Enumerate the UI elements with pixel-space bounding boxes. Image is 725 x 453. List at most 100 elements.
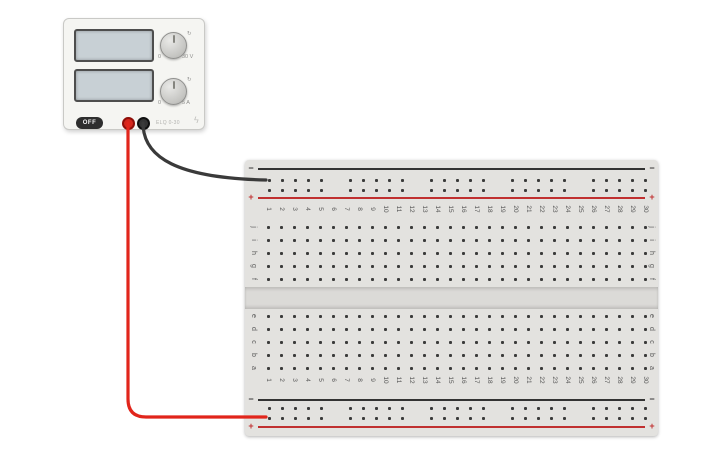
breadboard-hole[interactable]	[474, 277, 478, 281]
breadboard-hole[interactable]	[578, 238, 582, 242]
breadboard-hole[interactable]	[383, 264, 387, 268]
breadboard-hole[interactable]	[510, 416, 514, 420]
breadboard-hole[interactable]	[396, 264, 400, 268]
breadboard-hole[interactable]	[578, 366, 582, 370]
breadboard-hole[interactable]	[266, 314, 270, 318]
breadboard-hole[interactable]	[643, 225, 647, 229]
breadboard-hole[interactable]	[305, 353, 309, 357]
breadboard-hole[interactable]	[468, 416, 472, 420]
breadboard-hole[interactable]	[422, 327, 426, 331]
breadboard-hole[interactable]	[306, 406, 310, 410]
breadboard-hole[interactable]	[292, 327, 296, 331]
breadboard-hole[interactable]	[266, 327, 270, 331]
breadboard-hole[interactable]	[526, 251, 530, 255]
breadboard-hole[interactable]	[344, 264, 348, 268]
breadboard-hole[interactable]	[305, 366, 309, 370]
breadboard-hole[interactable]	[267, 188, 271, 192]
breadboard-hole[interactable]	[292, 277, 296, 281]
breadboard-hole[interactable]	[591, 188, 595, 192]
breadboard-hole[interactable]	[370, 340, 374, 344]
breadboard-hole[interactable]	[604, 416, 608, 420]
breadboard-hole[interactable]	[591, 366, 595, 370]
breadboard-hole[interactable]	[448, 277, 452, 281]
breadboard-hole[interactable]	[292, 353, 296, 357]
breadboard-hole[interactable]	[604, 327, 608, 331]
breadboard-hole[interactable]	[422, 251, 426, 255]
breadboard-hole[interactable]	[500, 340, 504, 344]
breadboard-hole[interactable]	[523, 188, 527, 192]
breadboard-hole[interactable]	[409, 366, 413, 370]
breadboard-hole[interactable]	[292, 366, 296, 370]
breadboard-hole[interactable]	[374, 406, 378, 410]
breadboard-hole[interactable]	[617, 314, 621, 318]
breadboard-hole[interactable]	[565, 251, 569, 255]
breadboard-hole[interactable]	[318, 314, 322, 318]
breadboard-hole[interactable]	[409, 353, 413, 357]
breadboard-hole[interactable]	[562, 406, 566, 410]
breadboard-hole[interactable]	[396, 353, 400, 357]
breadboard-hole[interactable]	[513, 238, 517, 242]
breadboard-hole[interactable]	[348, 406, 352, 410]
breadboard-hole[interactable]	[370, 238, 374, 242]
breadboard-hole[interactable]	[435, 277, 439, 281]
breadboard-hole[interactable]	[552, 225, 556, 229]
breadboard-hole[interactable]	[526, 327, 530, 331]
breadboard-hole[interactable]	[374, 178, 378, 182]
breadboard-hole[interactable]	[617, 406, 621, 410]
breadboard-hole[interactable]	[552, 264, 556, 268]
breadboard-hole[interactable]	[387, 416, 391, 420]
breadboard-hole[interactable]	[266, 225, 270, 229]
breadboard-hole[interactable]	[591, 353, 595, 357]
breadboard-hole[interactable]	[318, 238, 322, 242]
breadboard-hole[interactable]	[370, 251, 374, 255]
breadboard-hole[interactable]	[279, 327, 283, 331]
breadboard-hole[interactable]	[383, 277, 387, 281]
breadboard-hole[interactable]	[357, 238, 361, 242]
breadboard-hole[interactable]	[481, 416, 485, 420]
breadboard-hole[interactable]	[630, 314, 634, 318]
breadboard-hole[interactable]	[279, 340, 283, 344]
breadboard-hole[interactable]	[526, 264, 530, 268]
breadboard-hole[interactable]	[523, 406, 527, 410]
breadboard-hole[interactable]	[591, 264, 595, 268]
breadboard-hole[interactable]	[383, 238, 387, 242]
breadboard-hole[interactable]	[630, 366, 634, 370]
breadboard-hole[interactable]	[400, 416, 404, 420]
breadboard-hole[interactable]	[422, 353, 426, 357]
breadboard-hole[interactable]	[318, 225, 322, 229]
breadboard-hole[interactable]	[280, 416, 284, 420]
breadboard-hole[interactable]	[448, 353, 452, 357]
breadboard-hole[interactable]	[578, 314, 582, 318]
breadboard-hole[interactable]	[435, 314, 439, 318]
breadboard-hole[interactable]	[400, 406, 404, 410]
breadboard-hole[interactable]	[370, 366, 374, 370]
breadboard-hole[interactable]	[455, 416, 459, 420]
breadboard-hole[interactable]	[591, 314, 595, 318]
breadboard-hole[interactable]	[396, 314, 400, 318]
negative-wire[interactable]	[141, 121, 268, 182]
breadboard-hole[interactable]	[513, 264, 517, 268]
breadboard-hole[interactable]	[370, 314, 374, 318]
breadboard-hole[interactable]	[435, 251, 439, 255]
breadboard-hole[interactable]	[604, 238, 608, 242]
breadboard-hole[interactable]	[552, 277, 556, 281]
breadboard-hole[interactable]	[331, 264, 335, 268]
breadboard-hole[interactable]	[539, 251, 543, 255]
breadboard-hole[interactable]	[474, 366, 478, 370]
breadboard-hole[interactable]	[552, 327, 556, 331]
breadboard-hole[interactable]	[396, 238, 400, 242]
breadboard-hole[interactable]	[630, 251, 634, 255]
breadboard-hole[interactable]	[279, 238, 283, 242]
breadboard-hole[interactable]	[331, 327, 335, 331]
breadboard-hole[interactable]	[266, 264, 270, 268]
power-supply[interactable]: ↻ 0 30 V ↻ 0 5 A OFF ELQ 0-30 ϟ	[63, 18, 205, 130]
breadboard-hole[interactable]	[591, 340, 595, 344]
breadboard-hole[interactable]	[331, 366, 335, 370]
breadboard-hole[interactable]	[526, 225, 530, 229]
breadboard-hole[interactable]	[643, 314, 647, 318]
breadboard-hole[interactable]	[617, 251, 621, 255]
breadboard-hole[interactable]	[344, 327, 348, 331]
breadboard-hole[interactable]	[429, 416, 433, 420]
breadboard-hole[interactable]	[539, 366, 543, 370]
breadboard-hole[interactable]	[617, 340, 621, 344]
